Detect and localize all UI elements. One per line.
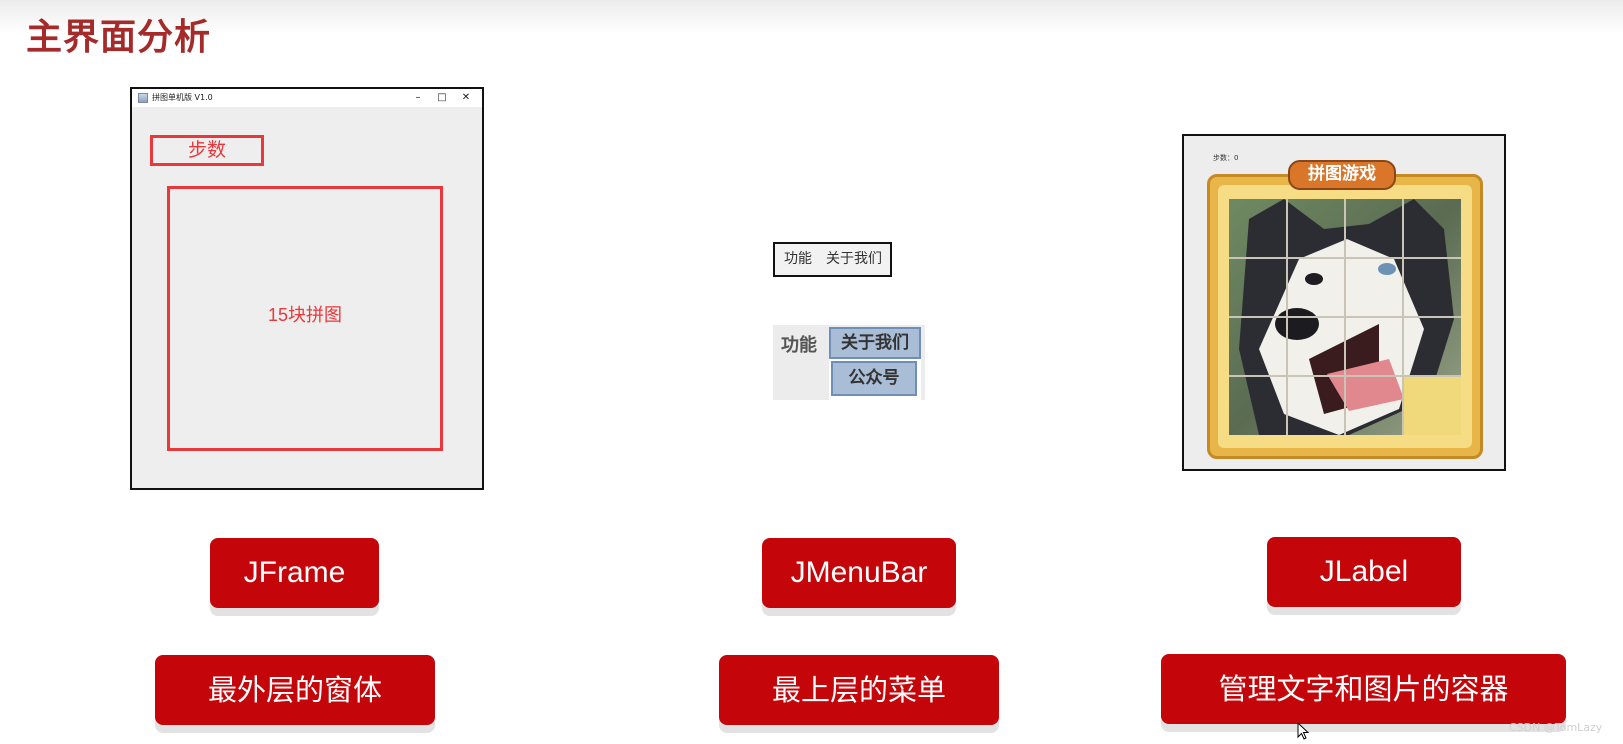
label-jmenubar: JMenuBar: [762, 538, 956, 608]
menubar-expanded-example: 功能 关于我们 公众号: [773, 325, 925, 400]
jframe-window: 拼图单机版 V1.0 – □ ✕ 步数 15块拼图: [130, 87, 484, 490]
watermark: CSDN @TomLazy: [1509, 721, 1603, 734]
puzzle-label: 15块拼图: [267, 305, 343, 325]
expanded-menu-function[interactable]: 功能: [781, 335, 817, 356]
game-steps-counter: 步数：0: [1213, 154, 1239, 162]
puzzle-frame: [1207, 174, 1483, 459]
puzzle-grid: [1229, 199, 1461, 435]
steps-annotation-box: 步数: [150, 135, 264, 166]
menu-function[interactable]: 功能: [784, 251, 812, 267]
page-title: 主界面分析: [26, 17, 212, 58]
label-jmenubar-description: 最上层的菜单: [719, 655, 999, 725]
puzzle-annotation-box: 15块拼图: [167, 186, 443, 451]
label-jlabel-description: 管理文字和图片的容器: [1161, 654, 1566, 724]
window-titlebar: 拼图单机版 V1.0 – □ ✕: [132, 89, 482, 107]
mouse-cursor-icon: [1297, 722, 1309, 740]
puzzle-frame-inner: [1218, 185, 1472, 448]
label-jframe: JFrame: [210, 538, 379, 608]
maximize-icon[interactable]: □: [437, 92, 447, 103]
submenu-item-public-account[interactable]: 公众号: [831, 361, 917, 396]
menubar-example: 功能 关于我们: [773, 242, 892, 277]
menu-about-us[interactable]: 关于我们: [826, 251, 882, 267]
label-jframe-description: 最外层的窗体: [155, 655, 435, 725]
app-icon: [138, 93, 148, 103]
header-band: [0, 0, 1623, 34]
submenu-popup: 公众号: [829, 359, 921, 400]
puzzle-image: [1229, 199, 1461, 435]
label-jlabel: JLabel: [1267, 537, 1461, 607]
close-icon[interactable]: ✕: [461, 92, 471, 103]
window-title: 拼图单机版 V1.0: [152, 93, 213, 102]
puzzle-game-screenshot: 步数：0: [1182, 134, 1506, 471]
steps-label: 步数: [187, 139, 226, 161]
expanded-menu-about-us[interactable]: 关于我们: [829, 327, 921, 359]
game-title-banner: 拼图游戏: [1288, 160, 1396, 190]
minimize-icon[interactable]: –: [415, 92, 421, 103]
